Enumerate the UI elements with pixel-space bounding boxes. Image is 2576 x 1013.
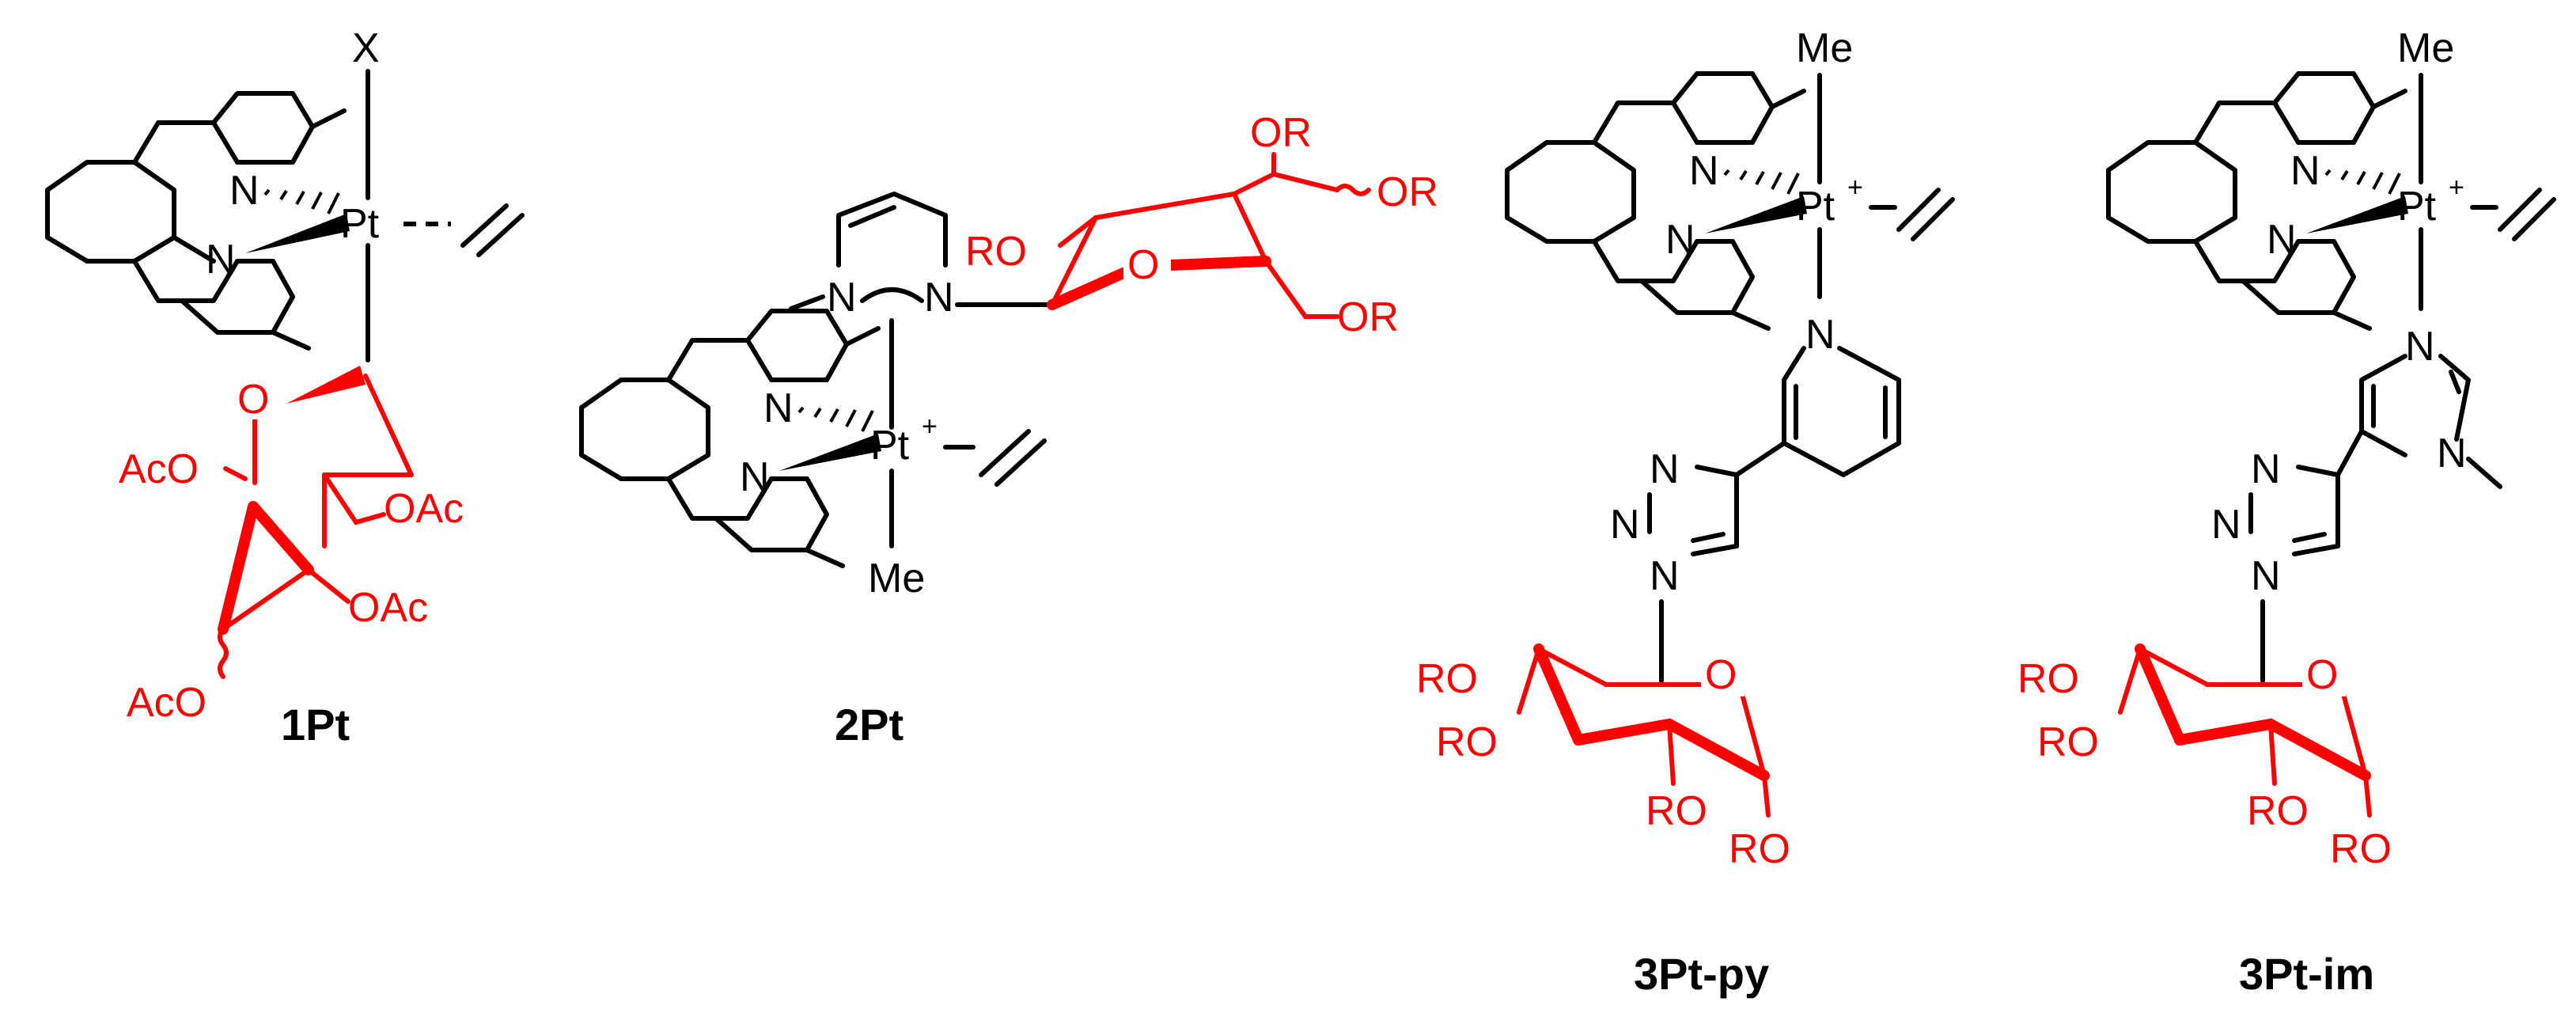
ring-oxygen: O [2306, 652, 2338, 698]
wedge-bond [779, 434, 881, 471]
n-atom: N [2251, 446, 2281, 492]
n-atom: N [2267, 217, 2297, 263]
sugar-group-ro: RO [965, 229, 1027, 275]
n-atom: N [763, 385, 794, 431]
charge-plus: + [2449, 173, 2464, 203]
n-atom: N [2405, 324, 2435, 370]
ring-oxygen: O [1705, 652, 1737, 698]
n-atom: N [1805, 312, 1835, 358]
compound-label-1Pt: 1Pt [281, 700, 350, 749]
nhc-ring [789, 192, 1055, 430]
ring-oxygen: O [237, 377, 269, 423]
compound-label-3Pt-py: 3Pt-py [1634, 949, 1769, 999]
triazole-ring [2248, 465, 2340, 556]
ethylene-ligand [1896, 188, 1955, 241]
compound-2Pt: N N N N Pt + Me [579, 110, 1438, 749]
sugar-2Pt [1047, 152, 1371, 319]
sugar-group-ro-4: RO [2330, 826, 2392, 872]
hashed-bond [1723, 169, 1800, 195]
n-atom: N [229, 168, 259, 214]
n-atom: N [1650, 553, 1680, 599]
sugar-group-or-3: OR [1337, 294, 1399, 340]
sugar-group-ro-3: RO [1646, 788, 1707, 834]
methyl-group: Me [1796, 25, 1853, 71]
sugar-group-ro-4: RO [1729, 826, 1790, 872]
sugar-group-ro-2: RO [1436, 719, 1498, 765]
sugar-1Pt [218, 366, 414, 679]
compound-label-3Pt-im: 3Pt-im [2239, 949, 2374, 999]
ethylene-ligand [2498, 188, 2556, 241]
sugar-group-ro-1: RO [1416, 656, 1478, 702]
sugar-group-oac-2: OAc [348, 585, 428, 631]
ethylene-ligand [979, 429, 1047, 487]
n-atom: N [827, 275, 857, 321]
methyl-group: Me [2397, 25, 2454, 71]
sugar-group-ro-1: RO [2017, 656, 2079, 702]
n-atom: N [206, 237, 236, 283]
metal-pt: Pt [340, 201, 380, 247]
n-atom: N [2437, 431, 2467, 476]
wedge-bond [1705, 196, 1807, 233]
compound-1Pt: N N Pt X [45, 25, 525, 749]
sugar-group-aco-2: AcO [127, 680, 206, 726]
n-atom: N [2211, 502, 2241, 548]
sugar-group-oac-1: OAc [384, 486, 464, 532]
n-atom: N [2251, 553, 2281, 599]
phenanthroline-ligand [45, 91, 347, 351]
ethylene-ligand [460, 203, 525, 257]
hashed-bond [263, 188, 340, 214]
sugar-3Pt-py [1517, 643, 1771, 818]
n-atom: N [2290, 148, 2320, 194]
charge-plus: + [922, 412, 938, 442]
pyridine-ring [1734, 346, 1901, 477]
wedge-bond [2306, 196, 2408, 233]
charge-plus: + [1847, 173, 1863, 203]
imidazole-ring [2335, 354, 2502, 489]
n-atom: N [1650, 446, 1680, 492]
methyl-group: Me [868, 556, 925, 601]
phenanthroline-ligand [2106, 71, 2407, 331]
hashed-bond [2324, 169, 2401, 195]
apical-ligand-x: X [352, 25, 380, 71]
phenanthroline-ligand [579, 309, 881, 568]
metal-pt: Pt [1796, 184, 1835, 230]
n-atom: N [1665, 217, 1695, 263]
sugar-group-ro-2: RO [2037, 719, 2099, 765]
n-atom: N [1610, 502, 1640, 548]
triazole-ring [1647, 465, 1739, 556]
sugar-group-aco-1: AcO [119, 446, 199, 492]
hashed-bond [797, 406, 874, 432]
sugar-group-or-1: OR [1250, 110, 1312, 156]
n-atom: N [1689, 148, 1719, 194]
compound-label-2Pt: 2Pt [835, 700, 903, 749]
sugar-3Pt-im [2118, 643, 2372, 818]
sugar-group-or-2: OR [1377, 169, 1438, 215]
compound-3Pt-py: N N Pt + Me N [1416, 25, 1955, 999]
n-atom: N [924, 275, 954, 321]
phenanthroline-ligand [1505, 71, 1806, 331]
sugar-group-ro-3: RO [2247, 788, 2309, 834]
n-atom: N [740, 454, 770, 500]
metal-pt: Pt [870, 423, 910, 469]
ring-oxygen: O [1127, 242, 1159, 288]
compound-3Pt-im: N N Pt + Me N N [2017, 25, 2556, 999]
wedge-bond [245, 214, 350, 253]
metal-pt: Pt [2397, 184, 2437, 230]
